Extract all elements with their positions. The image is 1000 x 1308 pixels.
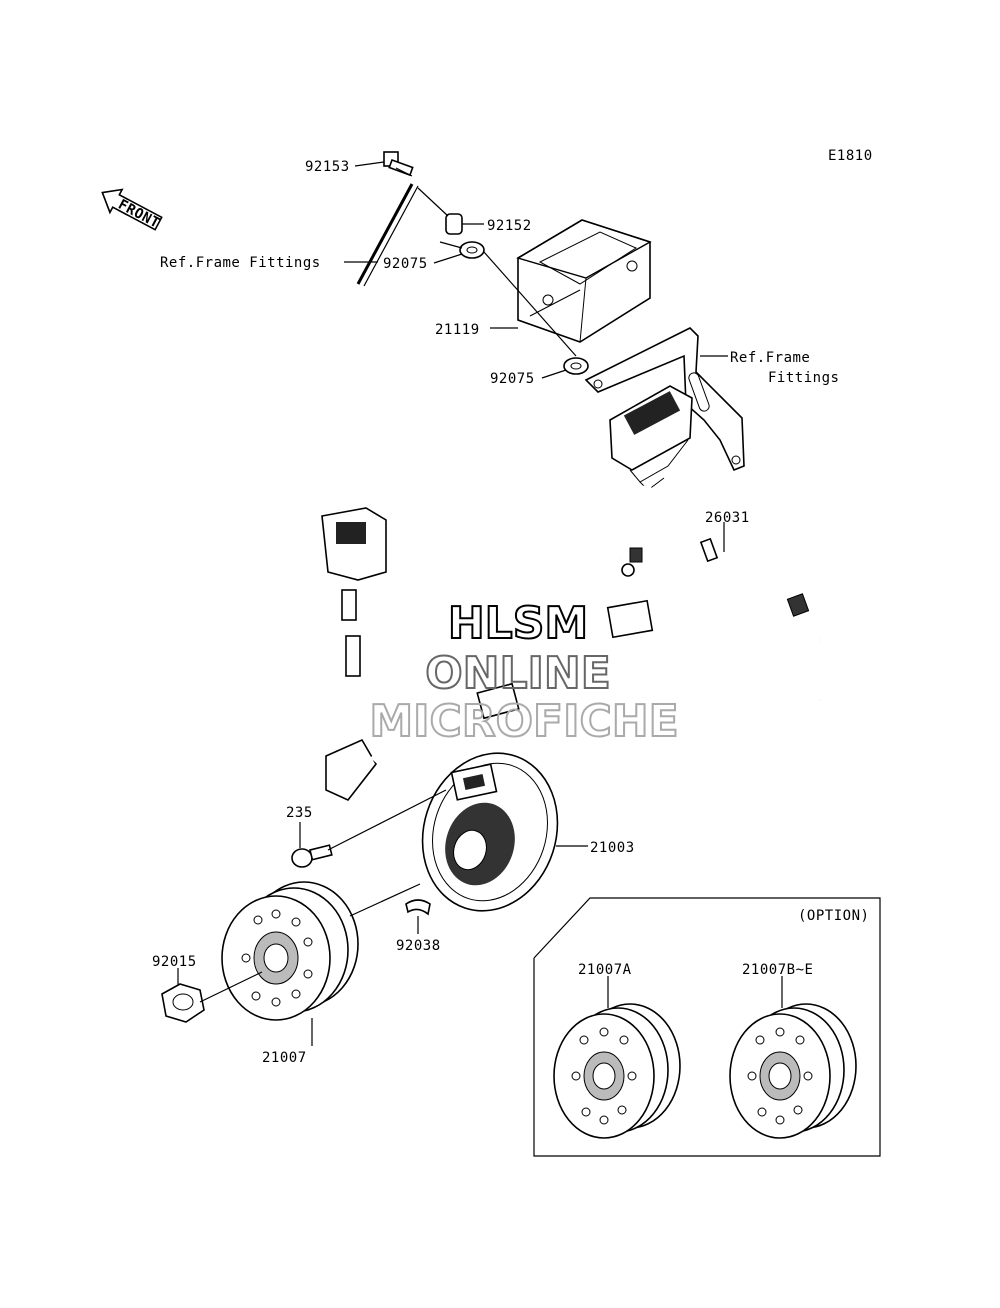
label-92038[interactable]: 92038 bbox=[396, 938, 441, 954]
label-92075-top[interactable]: 92075 bbox=[383, 256, 428, 272]
label-21007BE[interactable]: 21007B~E bbox=[742, 962, 813, 978]
label-26031[interactable]: 26031 bbox=[705, 510, 750, 526]
frame-rod-part bbox=[356, 183, 419, 287]
label-21007A[interactable]: 21007A bbox=[578, 962, 632, 978]
label-21003[interactable]: 21003 bbox=[590, 840, 635, 856]
option-box: (OPTION) bbox=[533, 897, 881, 1157]
nut-92015-part[interactable] bbox=[161, 983, 205, 1023]
bracket-part bbox=[584, 327, 745, 472]
front-arrow-label: FRONT bbox=[115, 197, 162, 232]
label-21119[interactable]: 21119 bbox=[435, 322, 480, 338]
label-21007[interactable]: 21007 bbox=[262, 1050, 307, 1066]
leader-92153 bbox=[354, 161, 385, 167]
regulator-21119-part[interactable] bbox=[516, 219, 652, 343]
label-92153[interactable]: 92153 bbox=[305, 159, 350, 175]
label-ref-frame-right-2[interactable]: Fittings bbox=[768, 370, 839, 386]
watermark-line2: ONLINE bbox=[425, 648, 611, 699]
grommet-92075-bottom-part[interactable] bbox=[563, 357, 589, 375]
stator-21003-part[interactable] bbox=[403, 736, 578, 929]
flywheel-21007-part[interactable] bbox=[221, 881, 359, 1021]
collar-92152-part[interactable] bbox=[445, 213, 463, 235]
bolt-235-part[interactable] bbox=[291, 844, 333, 868]
watermark-line1: HLSM bbox=[448, 598, 588, 649]
label-ref-frame-fittings-left[interactable]: Ref.Frame Fittings bbox=[160, 255, 321, 271]
front-arrow-icon: FRONT bbox=[101, 188, 163, 232]
label-ref-frame-right-1[interactable]: Ref.Frame bbox=[730, 350, 810, 366]
pulse-connector-part bbox=[321, 507, 442, 822]
flywheel-21007BE-part[interactable] bbox=[729, 1003, 857, 1139]
flywheel-21007A-part[interactable] bbox=[553, 1003, 681, 1139]
label-92015[interactable]: 92015 bbox=[152, 954, 197, 970]
main-connector-part bbox=[609, 385, 693, 491]
label-235[interactable]: 235 bbox=[286, 805, 313, 821]
option-title: (OPTION) bbox=[798, 908, 869, 924]
diagram-code: E1810 bbox=[828, 148, 873, 164]
label-92075-bottom[interactable]: 92075 bbox=[490, 371, 535, 387]
watermark: HLSM ONLINE MICROFICHE bbox=[368, 597, 679, 748]
label-92152[interactable]: 92152 bbox=[487, 218, 532, 234]
watermark-line3: MICROFICHE bbox=[369, 696, 678, 747]
bolt-92153-part[interactable] bbox=[383, 151, 414, 177]
key-92038-part[interactable] bbox=[405, 899, 431, 916]
wire-harness-26031-part[interactable] bbox=[476, 485, 875, 766]
grommet-92075-top-part[interactable] bbox=[459, 241, 485, 259]
